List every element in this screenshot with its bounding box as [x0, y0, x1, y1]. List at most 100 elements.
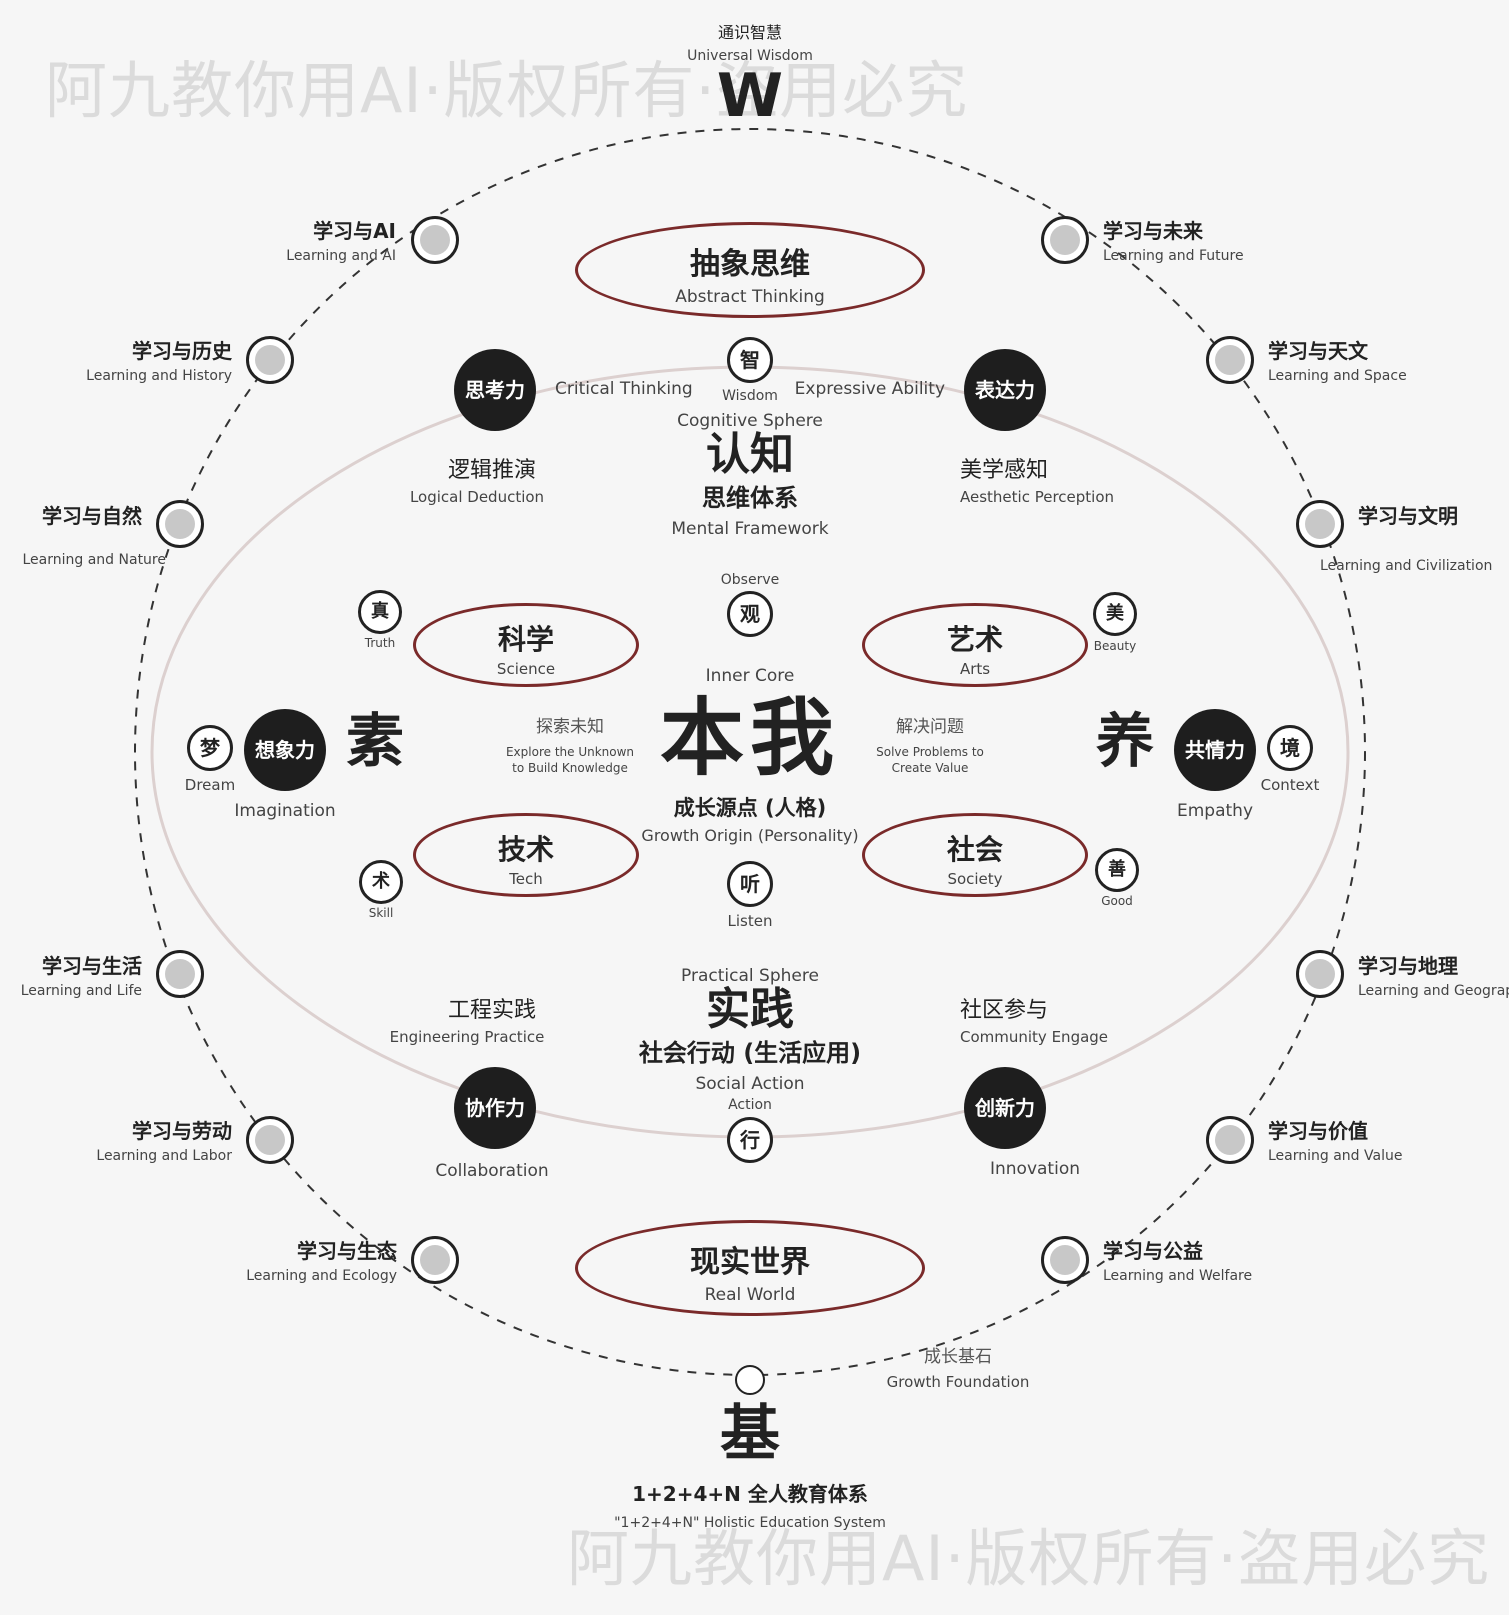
outer-civilization-en: Learning and Civilization [1320, 558, 1493, 574]
practical-en: Practical Sphere [681, 966, 819, 986]
char-listen-en: Listen [727, 912, 773, 930]
outer-node-space [1206, 336, 1254, 384]
solve-zh: 解决问题 [896, 717, 964, 737]
community-en: Community Engage [960, 1028, 1109, 1046]
engineering-zh: 工程实践 [447, 998, 537, 1023]
oval-arts-zh: 艺术 [946, 623, 1003, 656]
outer-ai-zh: 学习与AI [313, 219, 396, 243]
char-listen: 听 [727, 861, 773, 907]
outer-future-zh: 学习与未来 [1103, 219, 1203, 243]
power-critical: 思考力 [454, 349, 536, 431]
outer-nature-zh: 学习与自然 [42, 504, 142, 528]
oval-real-en: Real World [704, 1285, 796, 1305]
power-collab-en: Collaboration [435, 1161, 549, 1181]
oval-science-zh: 科学 [497, 623, 554, 656]
solve-en1: Solve Problems to [876, 745, 984, 759]
oval-arts: 艺术 Arts [862, 603, 1088, 687]
foundation-zh: 成长基石 [924, 1347, 992, 1367]
core-big: 本我 [659, 689, 841, 787]
cognitive-en: Cognitive Sphere [677, 411, 823, 431]
outer-space-zh: 学习与天文 [1268, 339, 1368, 363]
outer-life-en: Learning and Life [20, 983, 142, 999]
aesthetic-en: Aesthetic Perception [960, 488, 1115, 506]
power-expressive: 表达力 [964, 349, 1046, 431]
outer-welfare-en: Learning and Welfare [1103, 1268, 1253, 1284]
top-letter: W [716, 61, 784, 131]
outer-node-ai [411, 216, 459, 264]
oval-abstract-en: Abstract Thinking [675, 287, 825, 307]
top-en: Universal Wisdom [687, 48, 813, 64]
bottom-en: "1+2+4+N" Holistic Education System [614, 1515, 886, 1531]
outer-geography-en: Learning and Geography [1358, 983, 1509, 999]
solve-en2: Create Value [891, 761, 969, 775]
core-en: Inner Core [705, 666, 795, 686]
cognitive-sub: Mental Framework [671, 519, 829, 539]
outer-labor-en: Learning and Labor [96, 1148, 232, 1164]
side-left: 素 [345, 707, 405, 775]
outer-space-en: Learning and Space [1268, 368, 1407, 384]
char-skill: 术 [359, 860, 403, 904]
outer-node-life [156, 950, 204, 998]
char-observe-en: Observe [720, 572, 780, 588]
char-good-en: Good [1101, 894, 1133, 908]
outer-labor-zh: 学习与劳动 [132, 1119, 232, 1143]
oval-society-zh: 社会 [946, 833, 1003, 866]
outer-history-en: Learning and History [86, 368, 232, 384]
engineering-en: Engineering Practice [389, 1028, 545, 1046]
outer-node-history [246, 336, 294, 384]
cognitive-big: 认知 [706, 429, 794, 480]
foundation-en: Growth Foundation [886, 1373, 1030, 1391]
power-collab: 协作力 [454, 1067, 536, 1149]
practical-zh: 社会行动 (生活应用) [638, 1039, 862, 1067]
watermark-top: 阿九教你用AI·版权所有·盗用必究 [45, 54, 969, 127]
char-action: 行 [727, 1117, 773, 1163]
outer-geography-zh: 学习与地理 [1358, 954, 1458, 978]
bottom-zh: 1+2+4+N 全人教育体系 [632, 1482, 868, 1506]
side-right: 养 [1095, 707, 1155, 775]
power-empathy-en: Empathy [1176, 801, 1254, 821]
oval-abstract-zh: 抽象思维 [690, 247, 810, 282]
power-empathy: 共情力 [1174, 709, 1256, 791]
oval-science-en: Science [496, 660, 556, 678]
outer-node-ecology [411, 1236, 459, 1284]
char-dream: 梦 [187, 725, 233, 771]
outer-node-civilization [1296, 500, 1344, 548]
logic-en: Logical Deduction [409, 488, 545, 506]
outer-nature-en: Learning and Nature [22, 552, 167, 568]
char-beauty: 美 [1093, 592, 1137, 636]
power-imagination-en: Imagination [234, 801, 336, 821]
char-wisdom-en: Wisdom [722, 388, 778, 404]
outer-node-geography [1296, 950, 1344, 998]
char-wisdom: 智 [727, 337, 773, 383]
outer-node-welfare [1041, 1236, 1089, 1284]
power-innovation-en: Innovation [989, 1159, 1081, 1179]
outer-civilization-zh: 学习与文明 [1358, 504, 1458, 528]
aesthetic-zh: 美学感知 [960, 458, 1049, 483]
top-zh: 通识智慧 [717, 23, 783, 42]
outer-ecology-zh: 学习与生态 [297, 1239, 397, 1263]
char-context: 境 [1267, 725, 1313, 771]
char-observe: 观 [727, 591, 773, 637]
oval-arts-en: Arts [959, 660, 991, 678]
char-good: 善 [1095, 848, 1139, 892]
power-expressive-en: Expressive Ability [794, 379, 945, 399]
bottom-ring-node [735, 1365, 765, 1395]
char-beauty-en: Beauty [1093, 639, 1137, 653]
oval-real-world: 现实世界 Real World [575, 1220, 925, 1316]
outer-history-zh: 学习与历史 [132, 339, 232, 363]
oval-tech-en: Tech [509, 870, 543, 888]
outer-life-zh: 学习与生活 [42, 954, 142, 978]
cognitive-zh: 思维体系 [702, 484, 798, 512]
char-action-en: Action [728, 1097, 772, 1113]
char-dream-en: Dream [184, 776, 236, 794]
core-sub: Growth Origin (Personality) [641, 826, 859, 845]
char-context-en: Context [1260, 776, 1320, 794]
oval-abstract-thinking: 抽象思维 Abstract Thinking [575, 222, 925, 318]
oval-tech-zh: 技术 [497, 833, 554, 866]
outer-welfare-zh: 学习与公益 [1103, 1239, 1203, 1263]
outer-future-en: Learning and Future [1103, 248, 1244, 264]
outer-node-labor [246, 1116, 294, 1164]
logic-zh: 逻辑推演 [447, 458, 537, 483]
char-truth-en: Truth [364, 636, 396, 650]
